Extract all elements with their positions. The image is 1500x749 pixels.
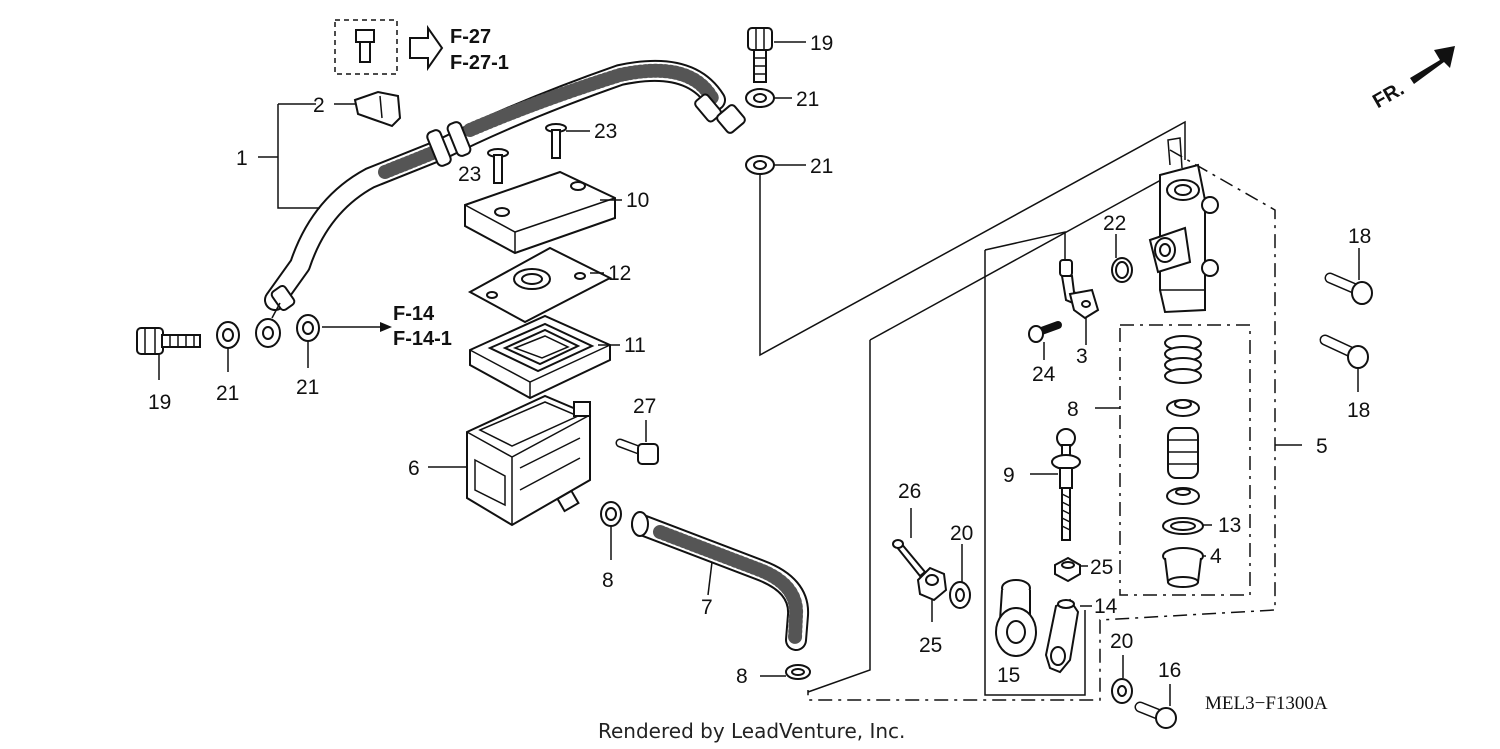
label-25-a[interactable]: 25 (1090, 556, 1113, 579)
label-24[interactable]: 24 (1032, 363, 1056, 386)
label-23-b[interactable]: 23 (594, 120, 617, 143)
ref-f14[interactable]: F-14 (393, 303, 435, 325)
ref-f27[interactable]: F-27 (450, 26, 491, 48)
piston (1167, 427, 1199, 479)
diaphragm (469, 314, 611, 400)
assembly-line-b (807, 340, 871, 693)
reservoir-hose (631, 511, 810, 651)
label-23-a[interactable]: 23 (458, 163, 481, 186)
ref-f27-1[interactable]: F-27-1 (450, 52, 509, 74)
label-20-a[interactable]: 20 (950, 522, 973, 545)
front-label: FR. (1369, 78, 1408, 113)
banjo-bolt-top (747, 27, 773, 83)
label-18-b[interactable]: 18 (1347, 399, 1370, 422)
snap-ring (1162, 517, 1204, 535)
bolt-17 (1134, 701, 1177, 729)
label-21-b[interactable]: 21 (296, 376, 319, 399)
piston-cup (1166, 487, 1200, 505)
push-rod (1051, 428, 1081, 541)
washer-20-a (949, 581, 971, 609)
reference-box-f27 (334, 19, 444, 75)
credit-text: Rendered by LeadVenture, Inc. (598, 719, 905, 743)
label-8-b[interactable]: 8 (736, 665, 748, 688)
sealing-washer-21-d (745, 155, 775, 175)
washer-20-b (1111, 678, 1133, 704)
reservoir (466, 394, 591, 527)
diaphragm-plate (467, 246, 613, 324)
label-19-a[interactable]: 19 (148, 391, 171, 414)
hose-clamp-upper (600, 501, 622, 527)
leader-7 (707, 561, 713, 596)
label-12[interactable]: 11 (624, 334, 646, 357)
lock-nut-25-b (916, 566, 948, 602)
front-arrow-icon (1410, 46, 1455, 84)
boot (1162, 547, 1204, 588)
arrow-head-icon (380, 322, 392, 332)
brake-hose (255, 59, 746, 348)
front-direction-indicator: FR. (1369, 46, 1455, 113)
return-spring (1164, 335, 1202, 384)
label-5[interactable]: 5 (1316, 435, 1328, 458)
assembly-line-a (759, 120, 1186, 357)
label-19-b[interactable]: 19 (810, 32, 833, 55)
diagram-code: MEL3−F1300A (1205, 693, 1328, 714)
ref-f14-1[interactable]: F-14-1 (393, 328, 452, 350)
screw-23-a (487, 148, 509, 184)
label-2[interactable]: 2 (313, 94, 325, 117)
hose-clamp-lower (785, 664, 811, 680)
banjo-bolt-left (136, 327, 201, 355)
joint-pin (1044, 598, 1080, 674)
label-10[interactable]: 9 (1003, 464, 1015, 487)
label-21-a[interactable]: 21 (216, 382, 239, 405)
reservoir-joint (1059, 259, 1100, 320)
rod-joint (995, 579, 1037, 657)
label-20-b[interactable]: 20 (1110, 630, 1133, 653)
sealing-washer-21-a (216, 321, 240, 349)
label-13[interactable]: 12 (608, 262, 631, 285)
label-16[interactable]: 15 (997, 664, 1020, 687)
assembly-line-c (869, 174, 1171, 341)
piston-kit-outline (1119, 324, 1251, 596)
leader-1 (258, 103, 320, 209)
bolt-27 (615, 438, 659, 465)
pushrod-outline (984, 250, 1086, 696)
label-11[interactable]: 10 (626, 189, 649, 212)
master-cylinder-outline (807, 149, 1276, 701)
label-1[interactable]: 1 (236, 147, 248, 170)
screw-23-b (545, 123, 567, 159)
label-18-a[interactable]: 18 (1348, 225, 1371, 248)
sealing-washer-21-b (296, 314, 320, 342)
mounting-bolt-18-b (1319, 334, 1369, 369)
cotter-pin (892, 539, 927, 578)
label-26[interactable]: 26 (898, 480, 921, 503)
assembly-line-d (984, 231, 1066, 265)
label-25-b[interactable]: 25 (919, 634, 942, 657)
label-7[interactable]: 7 (701, 596, 713, 619)
label-17[interactable]: 16 (1158, 659, 1181, 682)
label-15[interactable]: 14 (1094, 595, 1118, 618)
label-21-c[interactable]: 21 (796, 88, 819, 111)
reservoir-cover (464, 170, 616, 255)
label-8-a[interactable]: 8 (602, 569, 614, 592)
sealing-washer-21-c (745, 88, 775, 108)
o-ring-22 (1111, 257, 1133, 283)
mounting-bolt-18-a (1324, 272, 1373, 305)
master-cylinder (1148, 137, 1219, 314)
spring-seat (1166, 399, 1200, 417)
hose-clip (353, 90, 402, 128)
label-22[interactable]: 22 (1103, 212, 1126, 235)
label-6[interactable]: 6 (408, 457, 420, 480)
label-27[interactable]: 27 (633, 395, 656, 418)
label-14[interactable]: 13 (1218, 514, 1241, 537)
label-4[interactable]: 4 (1210, 545, 1222, 568)
arrow-right-icon (409, 24, 444, 72)
lock-nut-25-a (1054, 556, 1081, 583)
label-9[interactable]: 8 (1067, 398, 1079, 421)
screw-24 (1028, 321, 1062, 343)
label-3[interactable]: 3 (1076, 345, 1088, 368)
label-21-d[interactable]: 21 (810, 155, 833, 178)
